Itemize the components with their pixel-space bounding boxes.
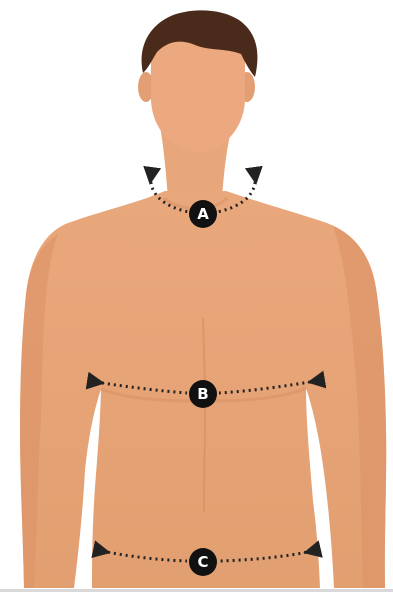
marker-a: A (189, 200, 217, 228)
marker-c: C (189, 548, 217, 576)
marker-a-label: A (197, 205, 209, 223)
marker-c-label: C (197, 553, 208, 571)
marker-b: B (189, 380, 217, 408)
marker-b-label: B (197, 385, 208, 403)
